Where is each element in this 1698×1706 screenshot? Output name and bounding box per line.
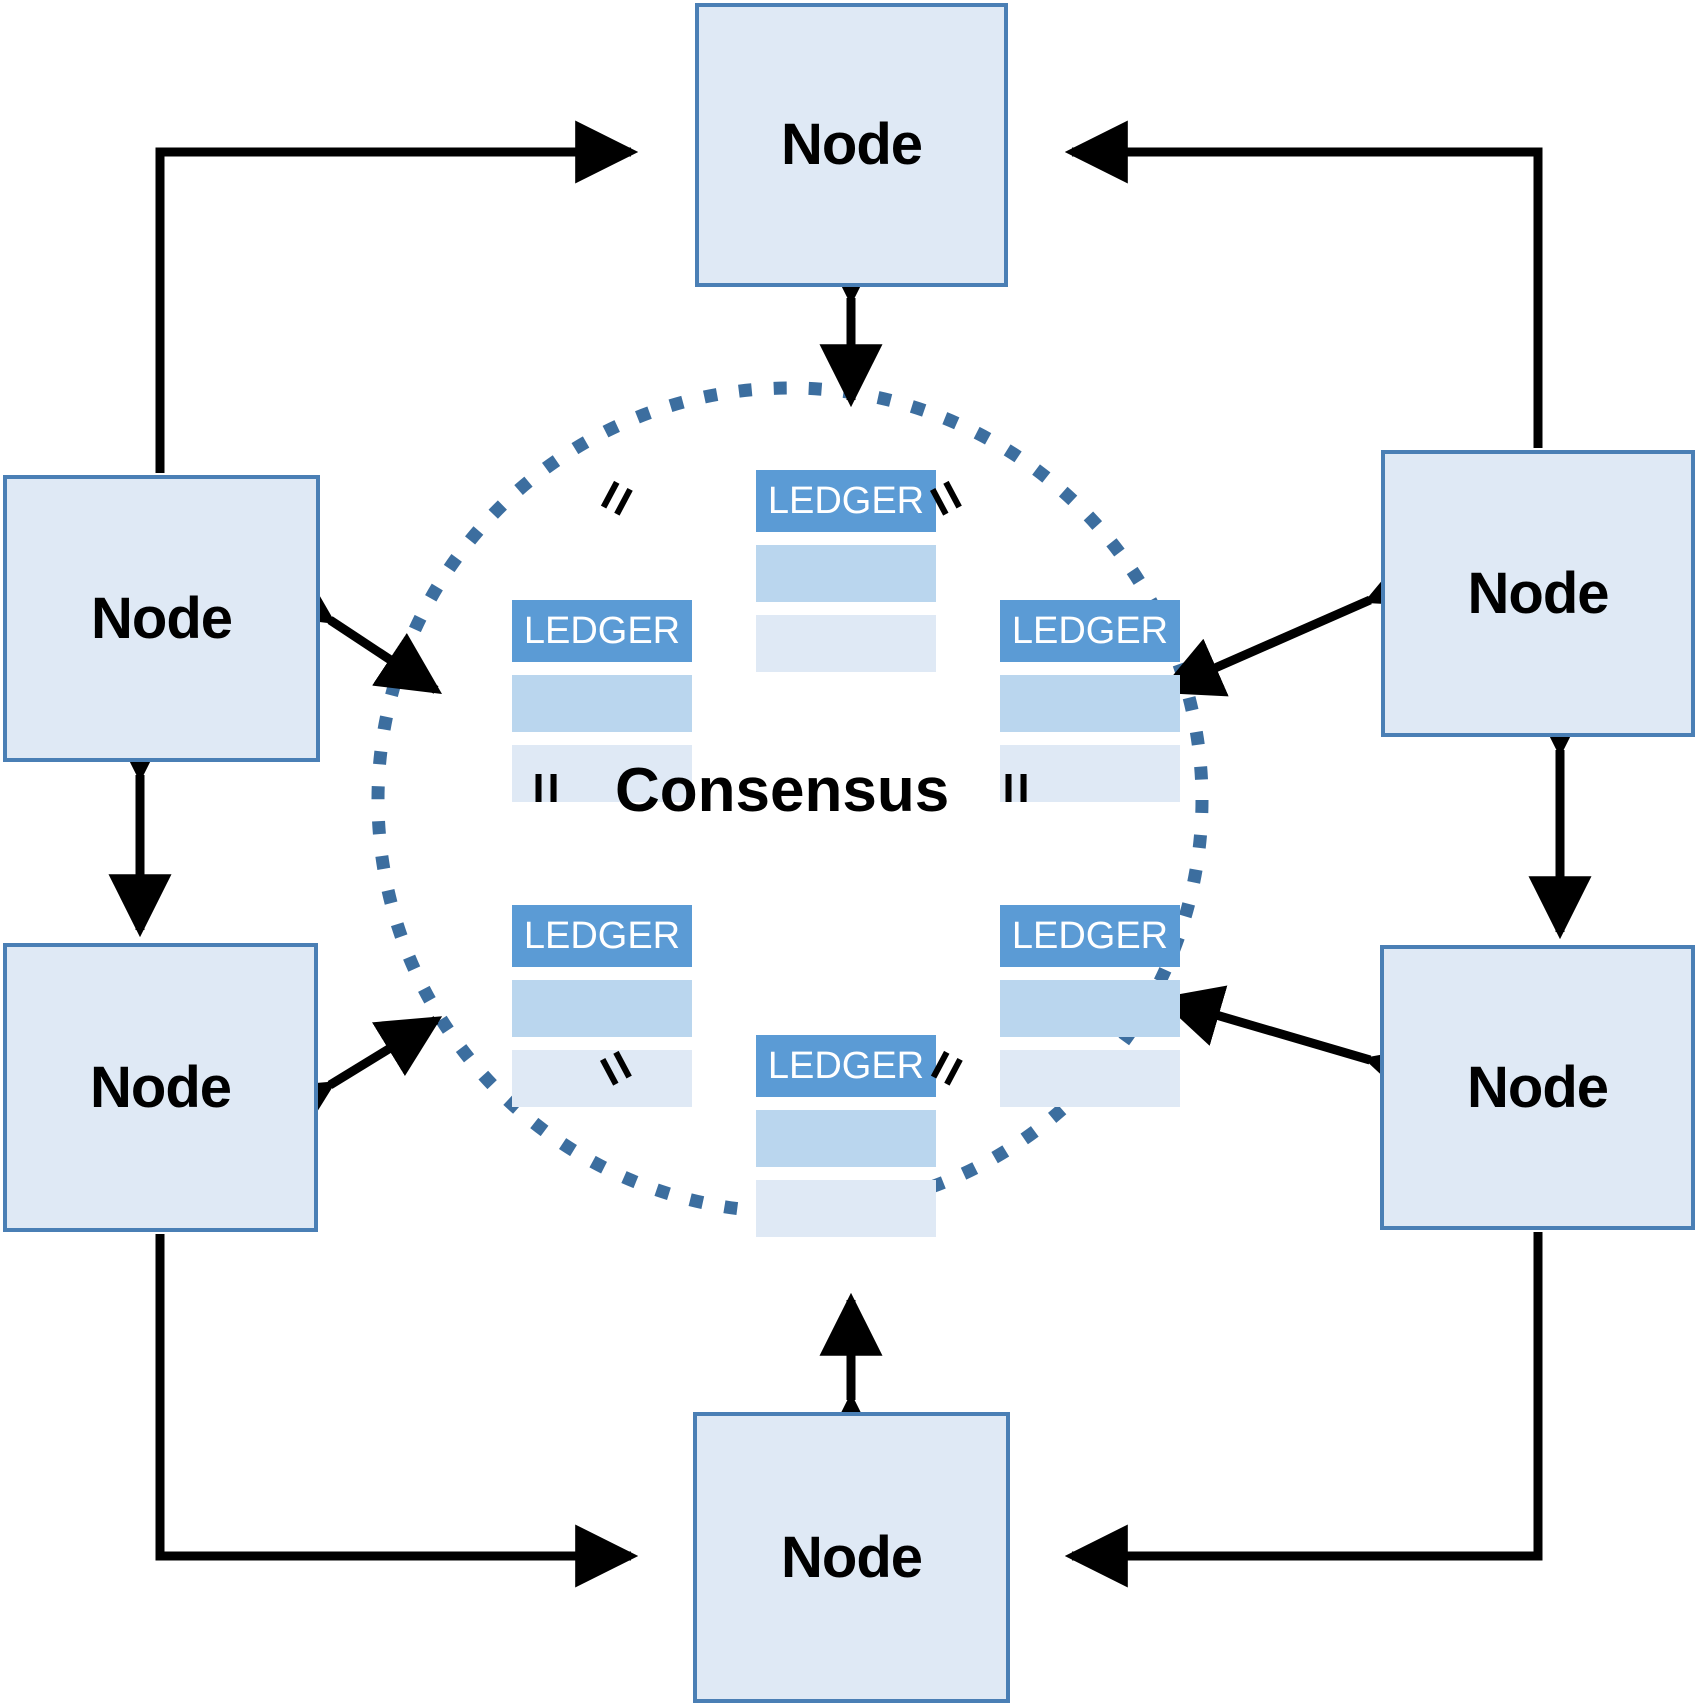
ledger-row — [1000, 675, 1180, 732]
node-label: Node — [90, 1054, 232, 1120]
node-label: Node — [1467, 1054, 1609, 1120]
node-right-upper[interactable]: Node — [1381, 450, 1695, 737]
ledger-top: LEDGER — [756, 470, 936, 672]
node-top[interactable]: Node — [695, 3, 1008, 287]
consensus-circle — [371, 381, 1209, 1219]
consensus-label: Consensus — [615, 756, 950, 825]
conn-rightlower-to-bottom — [1064, 1232, 1543, 1588]
ledger-left-upper: LEDGER — [512, 600, 692, 802]
ledger-row — [756, 615, 936, 672]
node-bottom[interactable]: Node — [693, 1412, 1010, 1703]
ledger-right-lower: LEDGER — [1000, 905, 1180, 1107]
equals-mark-mid-left: = — [515, 771, 579, 805]
conn-leftlower-to-circle — [265, 1016, 443, 1142]
ledger-row — [1000, 1050, 1180, 1107]
ledger-header: LEDGER — [1000, 600, 1180, 662]
ledger-header: LEDGER — [512, 905, 692, 967]
ledger-header: LEDGER — [756, 1035, 936, 1097]
conn-leftupper-to-circle — [266, 562, 443, 694]
conn-rightupper-to-circle — [1158, 548, 1434, 697]
ledger-bottom: LEDGER — [756, 1035, 936, 1237]
ledger-header: LEDGER — [756, 470, 936, 532]
conn-leftlower-to-bottom — [155, 1234, 639, 1588]
ledger-row — [756, 545, 936, 602]
node-label: Node — [781, 112, 923, 177]
ledger-row — [512, 1050, 692, 1107]
ledger-row — [1000, 745, 1180, 802]
node-label: Node — [1467, 560, 1610, 626]
ledger-left-lower: LEDGER — [512, 905, 692, 1107]
node-label: Node — [91, 585, 233, 651]
ledger-row — [756, 1110, 936, 1167]
ledger-header: LEDGER — [1000, 905, 1180, 967]
node-right-lower[interactable]: Node — [1380, 945, 1695, 1230]
ledger-row — [756, 1180, 936, 1237]
conn-rightlower-to-circle — [1158, 985, 1433, 1106]
ledger-right-upper: LEDGER — [1000, 600, 1180, 802]
node-left-lower[interactable]: Node — [3, 943, 318, 1232]
ledger-header: LEDGER — [512, 600, 692, 662]
ledger-row — [1000, 980, 1180, 1037]
conn-rightupper-to-top — [1064, 120, 1543, 448]
conn-leftupper-to-top — [155, 120, 639, 473]
equals-mark-mid-right: = — [985, 771, 1049, 805]
ledger-row — [512, 675, 692, 732]
ledger-row — [512, 745, 692, 802]
ledger-row — [512, 980, 692, 1037]
node-label: Node — [781, 1524, 923, 1590]
node-left-upper[interactable]: Node — [3, 475, 320, 762]
